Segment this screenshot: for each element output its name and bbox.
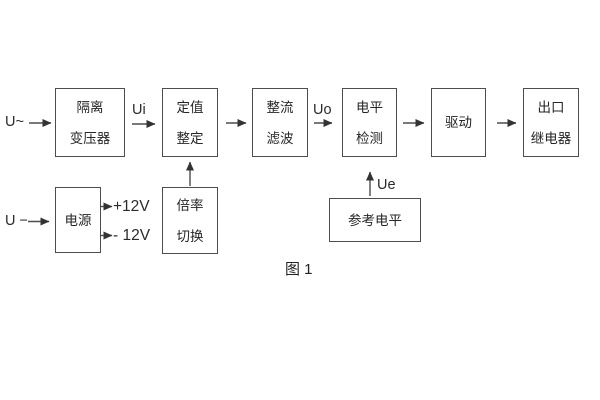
block-output-relay: 出口 继电器	[523, 88, 579, 157]
block-reference-level: 参考电平	[329, 198, 421, 242]
block-label: 参考电平	[348, 212, 402, 228]
block-label: 隔离	[76, 99, 104, 115]
block-label: 滤波	[266, 130, 294, 146]
block-label: 电平	[356, 99, 383, 115]
figure-caption: 图 1	[285, 261, 313, 278]
block-isolation-transformer: 隔离 变压器	[55, 88, 125, 157]
label-dc-input: U −	[5, 213, 28, 229]
block-drive: 驱动	[431, 88, 486, 157]
block-label: 定值	[176, 99, 204, 115]
block-label: 驱动	[445, 115, 472, 130]
block-label: 电源	[64, 212, 92, 228]
block-label: 出口	[537, 99, 565, 115]
block-label: 切换	[176, 228, 204, 244]
block-label: 检测	[356, 130, 383, 146]
label-minus-12v: - 12V	[113, 227, 151, 244]
label-uo-signal: Uo	[313, 102, 332, 118]
block-label: 变压器	[69, 130, 111, 146]
block-label: 倍率	[176, 197, 204, 213]
label-ui-signal: Ui	[132, 102, 146, 118]
block-label: 继电器	[530, 130, 572, 146]
block-rectifier-filter: 整流 滤波	[252, 88, 308, 157]
block-power-supply: 电源	[55, 187, 101, 253]
block-label: 整流	[266, 99, 294, 115]
label-plus-12v: +12V	[113, 198, 150, 215]
block-label: 整定	[176, 130, 204, 146]
label-ac-input: U~	[5, 114, 24, 130]
label-ue-signal: Ue	[377, 177, 396, 193]
block-level-detection: 电平 检测	[342, 88, 397, 157]
block-setting-adjust: 定值 整定	[162, 88, 218, 157]
block-ratio-switch: 倍率 切换	[162, 187, 218, 254]
